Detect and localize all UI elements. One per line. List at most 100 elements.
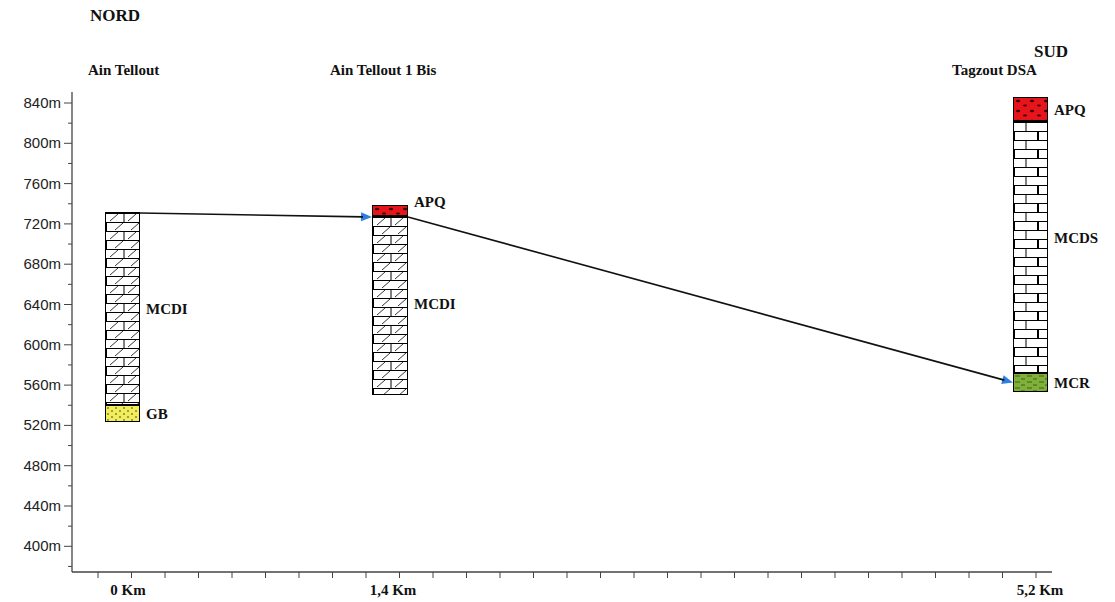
y-tick	[68, 526, 72, 527]
x-tick	[433, 572, 434, 578]
direction-label: SUD	[1034, 42, 1068, 62]
x-tick	[265, 572, 266, 578]
x-tick	[701, 572, 702, 578]
formation-label: MCDI	[414, 296, 456, 313]
x-tick	[165, 572, 166, 578]
strata-layer: APQ	[372, 205, 408, 216]
x-tick	[366, 572, 367, 578]
distance-label: 1,4 Km	[370, 582, 417, 599]
direction-label: NORD	[90, 6, 140, 26]
elevation-label: 560m	[23, 376, 61, 393]
layer-fill	[106, 406, 139, 421]
x-tick	[969, 572, 970, 578]
elevation-label: 400m	[23, 537, 61, 554]
x-tick	[198, 572, 199, 578]
elevation-label: 440m	[23, 497, 61, 514]
elevation-label: 480m	[23, 457, 61, 474]
connector-line	[140, 213, 363, 217]
x-axis	[72, 571, 1052, 572]
y-tick	[68, 244, 72, 245]
y-tick	[64, 385, 72, 386]
correlation-arrow	[408, 217, 1013, 384]
well-column: Ain Tellout 1 BisAPQMCDI	[330, 62, 480, 402]
x-tick	[634, 572, 635, 578]
well-name: Tagzout DSA	[952, 62, 1037, 79]
formation-label: APQ	[414, 194, 446, 211]
x-tick	[98, 572, 99, 578]
y-tick	[68, 566, 72, 567]
y-tick	[64, 344, 72, 345]
formation-label: MCDI	[146, 301, 188, 318]
x-tick	[801, 572, 802, 578]
x-tick	[768, 572, 769, 578]
y-tick	[68, 203, 72, 204]
x-tick	[332, 572, 333, 578]
elevation-label: 720m	[23, 215, 61, 232]
layer-fill	[1014, 98, 1047, 120]
x-tick	[868, 572, 869, 578]
y-tick	[68, 163, 72, 164]
layer-fill	[106, 213, 139, 404]
x-tick	[299, 572, 300, 578]
y-tick	[68, 364, 72, 365]
elevation-label: 640m	[23, 296, 61, 313]
elevation-label: 800m	[23, 134, 61, 151]
y-tick	[64, 304, 72, 305]
x-tick	[835, 572, 836, 578]
x-tick	[734, 572, 735, 578]
y-tick	[64, 465, 72, 466]
y-tick	[68, 123, 72, 124]
x-tick	[600, 572, 601, 578]
formation-label: GB	[146, 406, 168, 423]
x-tick	[1002, 572, 1003, 578]
x-tick	[500, 572, 501, 578]
elevation-label: 520m	[23, 416, 61, 433]
x-tick	[667, 572, 668, 578]
strata-layer: MCR	[1013, 373, 1048, 392]
x-tick	[466, 572, 467, 578]
x-tick	[399, 572, 400, 578]
formation-label: MCDS	[1054, 230, 1098, 247]
connector-line	[408, 217, 1004, 380]
layer-fill	[1014, 374, 1047, 391]
y-tick	[64, 546, 72, 547]
layer-fill	[373, 217, 407, 394]
x-tick	[902, 572, 903, 578]
elevation-label: 760m	[23, 175, 61, 192]
layer-fill	[1014, 122, 1047, 372]
well-column: Ain TelloutMCDIGB	[88, 62, 218, 432]
y-tick	[68, 405, 72, 406]
formation-label: APQ	[1054, 102, 1086, 119]
y-axis	[71, 92, 72, 572]
y-tick	[68, 324, 72, 325]
x-tick	[533, 572, 534, 578]
y-tick	[64, 506, 72, 507]
strata-layer: MCDI	[372, 216, 408, 395]
strata-layer: APQ	[1013, 97, 1048, 121]
correlation-arrow	[140, 212, 372, 221]
elevation-label: 600m	[23, 336, 61, 353]
elevation-label: 840m	[23, 94, 61, 111]
x-tick	[935, 572, 936, 578]
elevation-label: 680m	[23, 255, 61, 272]
y-tick	[64, 183, 72, 184]
y-tick	[64, 103, 72, 104]
distance-label: 5,2 Km	[1017, 582, 1064, 599]
layer-fill	[373, 206, 407, 215]
x-tick	[1036, 572, 1037, 578]
x-tick	[232, 572, 233, 578]
y-tick	[68, 485, 72, 486]
strata-layer: GB	[105, 405, 140, 422]
well-name: Ain Tellout	[88, 62, 159, 79]
y-tick	[64, 264, 72, 265]
formation-label: MCR	[1054, 375, 1090, 392]
y-tick	[64, 143, 72, 144]
strata-layer: MCDS	[1013, 121, 1048, 373]
strata-layer: MCDI	[105, 212, 140, 405]
y-tick	[68, 445, 72, 446]
y-tick	[64, 223, 72, 224]
x-tick	[567, 572, 568, 578]
well-column: Tagzout DSAAPQMCDSMCR	[952, 62, 1102, 402]
x-tick	[131, 572, 132, 578]
y-tick	[64, 425, 72, 426]
